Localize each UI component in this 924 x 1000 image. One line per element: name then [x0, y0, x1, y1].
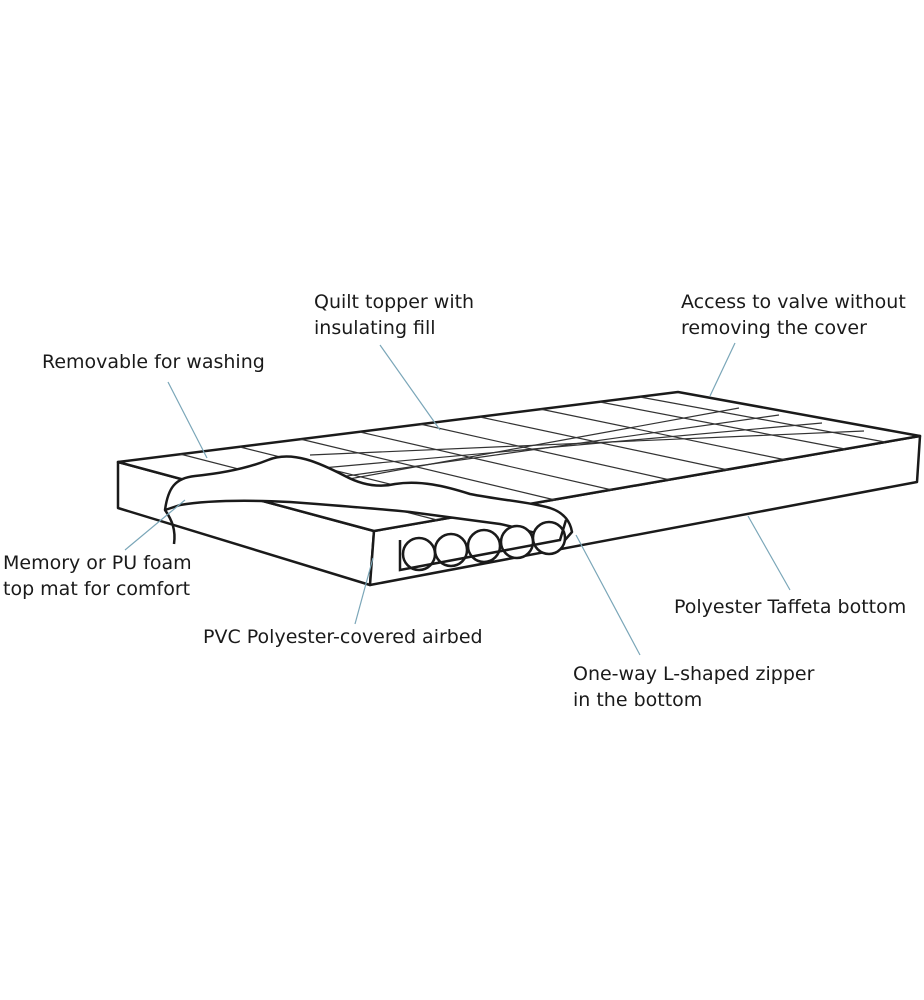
label-quilt-topper: Quilt topper with insulating fill [314, 291, 475, 339]
leader-valve [709, 342, 736, 397]
label-removable: Removable for washing [42, 351, 265, 373]
leader-taffeta [747, 515, 791, 591]
leader-removable [167, 381, 208, 459]
leader-lines [124, 342, 791, 656]
leader-quilt [379, 344, 441, 431]
air-tubes [398, 519, 568, 572]
quilt-grid [179, 396, 886, 521]
leader-airbed [354, 557, 374, 625]
leader-foam [124, 499, 186, 551]
label-airbed: PVC Polyester-covered airbed [203, 626, 483, 648]
label-foam-mat: Memory or PU foam top mat for comfort [3, 552, 192, 600]
label-taffeta-bottom: Polyester Taffeta bottom [674, 596, 907, 618]
label-zipper: One-way L-shaped zipper in the bottom [573, 663, 815, 711]
label-valve-access: Access to valve without removing the cov… [681, 291, 906, 339]
removable-cover-flap [163, 455, 574, 545]
leader-zipper [575, 534, 641, 656]
